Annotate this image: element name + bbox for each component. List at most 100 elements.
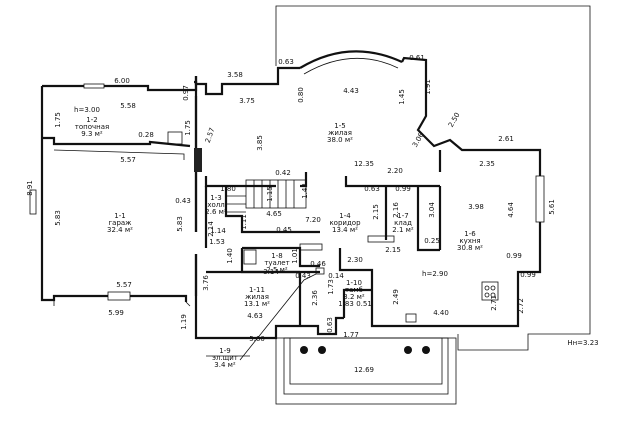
electric-panel — [315, 267, 325, 275]
dimension-label: 1.53 — [209, 238, 225, 246]
dimension-label: 0.63 — [278, 58, 294, 66]
dimension-label: 2.57 — [204, 127, 217, 144]
storage-walls — [384, 186, 440, 252]
vestibule-wall — [342, 288, 372, 318]
dimension-label: 2.20 — [387, 167, 403, 175]
kitchen-east-window — [535, 175, 545, 223]
dimension-label: 1.83 — [338, 300, 354, 308]
dimension-label: 3.75 — [239, 97, 255, 105]
dimension-label: 0.97 — [182, 85, 190, 101]
dimension-label: 5.60 — [249, 335, 265, 343]
room-area: 3.2 м² — [343, 293, 365, 301]
stair-block — [204, 186, 320, 248]
dimension-label: 6.00 — [114, 77, 130, 85]
dimension-label: 5.83 — [54, 210, 62, 226]
dimension-label: 1.19 — [180, 314, 188, 330]
leader-1-9 — [239, 273, 317, 361]
room-name: топочная — [75, 123, 109, 131]
room-area: 2.6 м² — [205, 208, 227, 216]
room-area: 30.8 м² — [457, 244, 483, 252]
dimension-label: 2.15 — [385, 246, 401, 254]
dimension-label: 0.46 — [310, 260, 326, 268]
dimension-label: 0.51 — [356, 300, 372, 308]
dimension-label: 2.35 — [479, 160, 495, 168]
room-number: 1-10 — [346, 279, 362, 287]
staircase — [226, 179, 307, 213]
site-boundary — [275, 5, 591, 351]
sink — [405, 313, 417, 323]
dimension-label: 0.99 — [506, 252, 522, 260]
room-number: 1-8 — [271, 252, 282, 260]
room-area: 3.4 м² — [214, 361, 236, 369]
room-number: 1-11 — [249, 286, 265, 294]
house-east-wall — [370, 222, 542, 328]
living2-walls — [206, 270, 320, 326]
dimension-label: 1.14 — [210, 227, 226, 235]
dimension-label: 2.30 — [347, 256, 363, 264]
dimension-label: 0.99 — [520, 271, 536, 279]
corridor-south — [242, 246, 374, 290]
burner-icon — [490, 292, 496, 298]
dimension-label: 7.20 — [305, 216, 321, 224]
room-number: 1-2 — [86, 116, 97, 124]
bay-window-inner-arc — [303, 57, 399, 75]
dimension-label: 0.14 — [328, 272, 344, 280]
height-label: h=3.00 — [74, 106, 100, 114]
dimension-label: 2.15 — [372, 204, 380, 220]
room-area: 13.4 м² — [332, 226, 358, 234]
room-name: коридор — [329, 219, 361, 227]
dimension-label: 4.63 — [247, 312, 263, 320]
dimension-label: 0.45 — [276, 226, 292, 234]
dimension-label: 4.65 — [266, 210, 282, 218]
dimension-label: 1.45 — [398, 89, 406, 105]
dimension-label: 12.69 — [354, 366, 374, 374]
dimension-label: 2.71 — [490, 295, 498, 311]
burner-icon — [484, 285, 490, 291]
dimension-label: 1.43 — [301, 183, 309, 199]
dimension-label: 1.80 — [220, 185, 236, 193]
dimension-label: 3.58 — [227, 71, 243, 79]
dimension-label: 3.76 — [202, 275, 210, 291]
garage-gate — [107, 291, 131, 301]
toilet-fixture — [243, 249, 257, 265]
dimension-label: 1.75 — [184, 120, 192, 136]
dimension-label: 2.49 — [392, 289, 400, 305]
dimension-label: 5.58 — [120, 102, 136, 110]
room-name: жилая — [328, 129, 352, 137]
dimension-label: 3.14 — [263, 268, 279, 276]
dimension-label: 0.28 — [138, 131, 154, 139]
garage-north-wall — [42, 76, 198, 92]
dimension-label: 2.72 — [517, 298, 525, 314]
dimension-label: 1.75 — [54, 112, 62, 128]
dimension-label: 0.25 — [424, 237, 440, 245]
dimension-label: 0.61 — [409, 54, 425, 62]
garage-outer-wall — [40, 80, 198, 302]
house-north-east-wall — [401, 56, 542, 176]
dimension-label: 4.43 — [343, 87, 359, 95]
corridor-cabinet-2 — [299, 243, 323, 251]
dimension-label: 2.16 — [392, 202, 400, 218]
dimension-label: 4.40 — [433, 309, 449, 317]
dimension-label: 2.36 — [311, 290, 319, 306]
dimension-label: 0.80 — [297, 87, 305, 103]
dimension-label: 3.06 — [411, 131, 426, 149]
room-area: 2.1 м² — [392, 226, 414, 234]
room-name: жилая — [245, 293, 269, 301]
dimension-label: 3.85 — [256, 135, 264, 151]
dimension-label: 0.42 — [275, 169, 291, 177]
room-area: 2.5 м² — [266, 266, 288, 274]
room-number: 1-5 — [334, 122, 345, 130]
dimension-label: 1.77 — [343, 331, 359, 339]
dimension-label: 1.15 — [266, 186, 274, 202]
dimension-label: 5.83 — [176, 216, 184, 232]
living-south-partition — [204, 172, 440, 188]
dimension-label: 2.14 — [207, 221, 215, 237]
height-label: Hн=3.23 — [567, 339, 598, 347]
dimension-label: 2.50 — [447, 111, 462, 129]
dimension-label: 12.35 — [354, 160, 374, 168]
